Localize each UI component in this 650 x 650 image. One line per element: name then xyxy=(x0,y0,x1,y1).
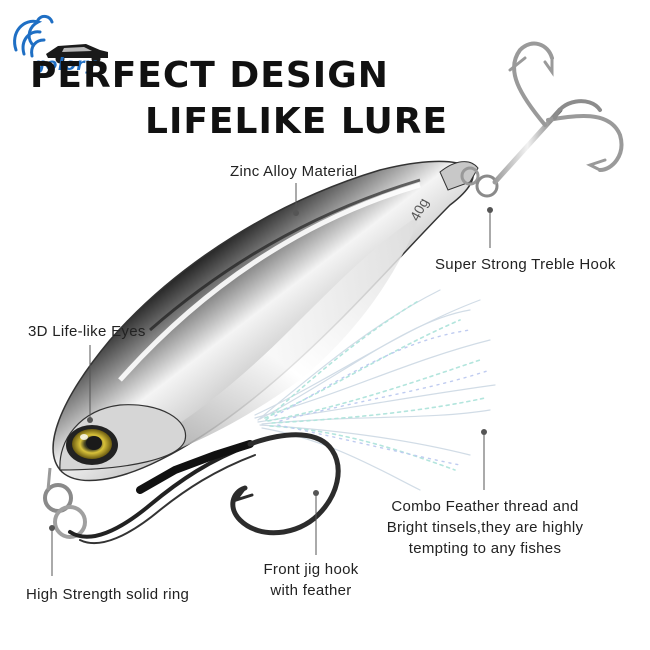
headline-line-2: LIFELIKE LURE xyxy=(145,101,449,142)
lure-body: 40g xyxy=(52,160,479,482)
feather-line-1: Combo Feather thread and xyxy=(391,498,579,515)
split-ring xyxy=(43,467,87,539)
jig-hook xyxy=(68,432,341,545)
feather-tinsel xyxy=(254,289,496,491)
solid-ring-label: High Strength solid ring xyxy=(26,586,190,603)
jig-line-2: with feather xyxy=(270,582,352,599)
callout-lines xyxy=(51,183,491,576)
feather-line-2: Bright tinsels,they are highly xyxy=(386,519,584,536)
headline-line-1: PERFECT DESIGN xyxy=(30,55,389,96)
headline: PERFECT DESIGN LIFELIKE LURE xyxy=(30,58,450,140)
feather-line-3: tempting to any fishes xyxy=(408,540,562,557)
treble-hook-label: Super Strong Treble Hook xyxy=(435,256,616,273)
brand-logo xyxy=(13,14,108,64)
feather-thread-label: Combo Feather thread and Bright tinsels,… xyxy=(370,496,600,559)
callout-markers xyxy=(49,207,493,531)
lure-eye xyxy=(66,425,118,465)
treble-hook xyxy=(460,41,624,198)
life-like-eyes-label: 3D Life-like Eyes xyxy=(28,323,146,340)
jig-hook-label: Front jig hook with feather xyxy=(246,559,376,601)
jig-line-1: Front jig hook xyxy=(263,561,359,578)
zinc-alloy-label: Zinc Alloy Material xyxy=(230,163,358,180)
brand-name: golory xyxy=(33,55,97,75)
